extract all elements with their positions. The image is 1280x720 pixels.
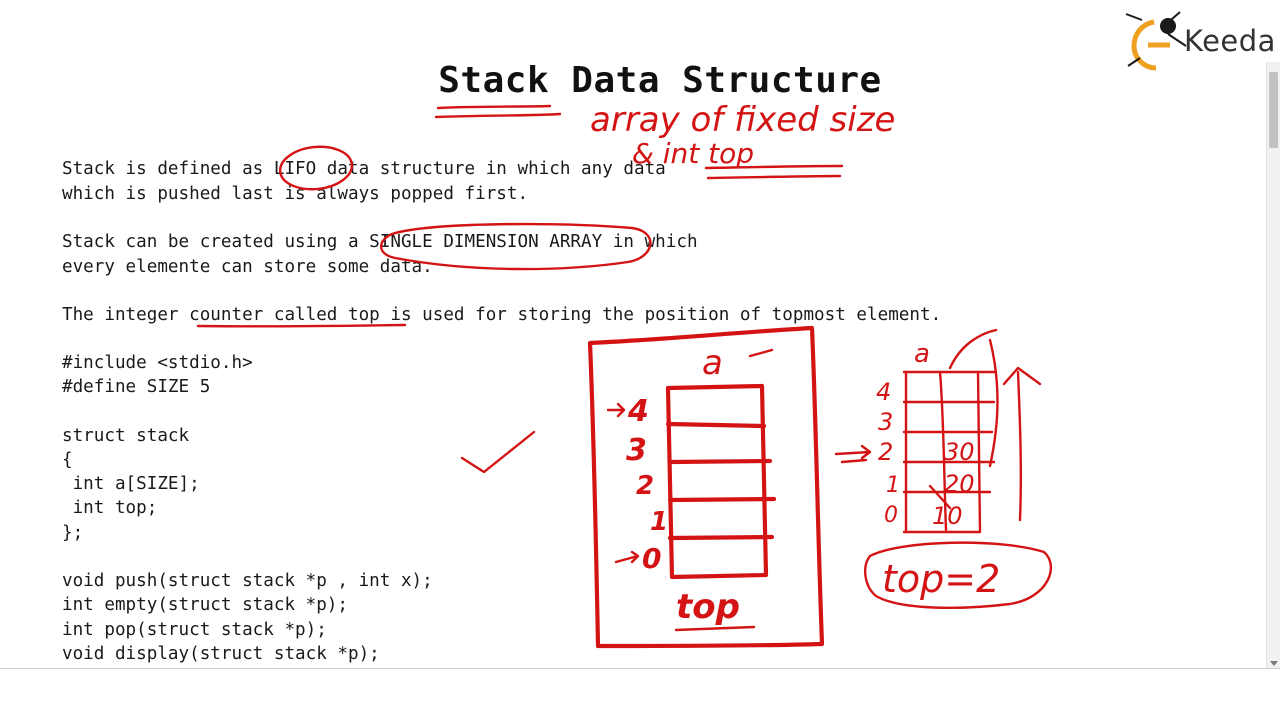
code-line: struct stack [62, 426, 190, 446]
code-line: int a[SIZE]; [62, 474, 200, 494]
note-underline [706, 174, 842, 180]
code-line: int pop(struct stack *p); [62, 620, 327, 640]
text-line: Stack is defined as LIFO data structure … [62, 159, 666, 179]
code-line: void push(struct stack *p , int x); [62, 571, 433, 591]
top-equation-circle [864, 541, 1053, 609]
box-index: 1 [650, 507, 668, 537]
lifo-circle [278, 145, 354, 191]
text-line: The integer counter called top is used f… [62, 305, 942, 325]
side-array [902, 370, 998, 534]
box-label-top: top [676, 587, 740, 627]
box-index: 0 [642, 542, 661, 575]
ekeeda-logo-icon [1125, 11, 1187, 71]
code-line: }; [62, 523, 84, 543]
text-line: Stack can be created using a SINGLE DIME… [62, 232, 698, 252]
code-line: int top; [62, 498, 158, 518]
text-line: which is pushed last is always popped fi… [62, 184, 529, 204]
note-array-fixed-size: array of fixed size [590, 100, 895, 140]
side-index: 4 [876, 378, 891, 406]
code-line: #define SIZE 5 [62, 377, 211, 397]
side-index: 1 [886, 473, 900, 498]
checkmark-icon [460, 430, 536, 474]
bottom-divider [0, 668, 1280, 669]
page-title: Stack Data Structure [438, 60, 882, 101]
box-index: 4 [627, 394, 649, 429]
code-line: #include <stdio.h> [62, 353, 253, 373]
logo-text: Keeda [1184, 24, 1276, 58]
code-line: int empty(struct stack *p); [62, 595, 348, 615]
top-equation: top=2 [882, 557, 1000, 601]
box-index: 3 [626, 433, 647, 468]
vertical-scrollbar[interactable] [1266, 62, 1280, 668]
code-line: void display(struct stack *p); [62, 644, 380, 664]
side-value: 30 [944, 438, 975, 466]
box-label-a: a [702, 343, 723, 383]
scrollbar-thumb[interactable] [1269, 72, 1278, 148]
title-underline [434, 112, 562, 119]
box-index: 2 [636, 471, 654, 501]
side-value: 20 [944, 470, 975, 498]
top-underline [196, 323, 407, 328]
side-index: 3 [878, 408, 893, 436]
scroll-down-arrow-icon[interactable] [1270, 661, 1278, 666]
title-underline [436, 104, 552, 110]
side-index: 0 [884, 503, 898, 528]
code-line: { [62, 450, 73, 470]
stack-box [587, 325, 825, 649]
array-circle [379, 222, 652, 271]
array-cells [665, 383, 769, 580]
side-label-a: a [914, 339, 930, 369]
note-int-top: & int top [632, 137, 754, 170]
side-index: 2 [878, 438, 893, 466]
note-underline [704, 164, 844, 170]
